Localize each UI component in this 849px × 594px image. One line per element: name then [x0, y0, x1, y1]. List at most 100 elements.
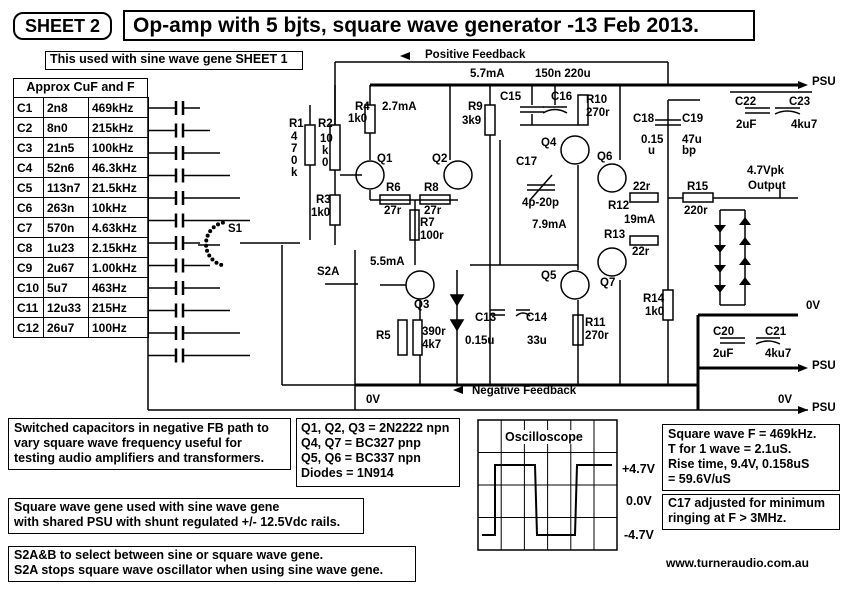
- schematic-label: PSU: [812, 360, 836, 372]
- schematic-label: R11: [585, 317, 606, 329]
- schematic-label: C13: [475, 312, 497, 324]
- note-line: vary square wave frequency useful for: [14, 436, 242, 450]
- note-line: S2A stops square wave oscillator when us…: [14, 563, 384, 577]
- schematic-label: R8: [424, 182, 439, 194]
- schematic-label: Q3: [414, 299, 430, 311]
- schematic-label: 27r: [424, 205, 442, 217]
- schematic-label: R13: [604, 229, 626, 241]
- schematic-label: Q1: [377, 153, 393, 165]
- switch-contact: [210, 257, 215, 262]
- schematic-label: 4: [291, 131, 298, 143]
- schematic-label: 4k7: [422, 339, 442, 351]
- schematic-label: Q7: [600, 277, 616, 289]
- note-line: Square wave F = 469kHz.: [668, 427, 817, 441]
- schematic-label: 1k0: [645, 306, 665, 318]
- schematic-label: C19: [682, 113, 704, 125]
- note-line: Diodes = 1N914: [301, 466, 394, 480]
- cap-table-heading: Approx CuF and F: [13, 78, 148, 98]
- schematic-label: Q4: [541, 137, 557, 149]
- schematic-label: S1: [228, 223, 243, 235]
- capacitor-bank: [147, 98, 808, 411]
- scope-top-label: +4.7V: [622, 462, 656, 476]
- schematic-label: 4p-20p: [522, 197, 560, 209]
- note-line: Square wave gene used with sine wave gen…: [14, 500, 280, 514]
- schematic-label: Q5: [541, 270, 557, 282]
- schematic-label: R10: [586, 94, 608, 106]
- schematic-label: C20: [713, 326, 735, 338]
- schematic-label: 47u: [682, 134, 702, 146]
- schematic-label: R7: [420, 217, 435, 229]
- website[interactable]: www.turneraudio.com.au: [666, 556, 809, 570]
- note-switched-caps: Switched capacitors in negative FB path …: [8, 418, 291, 470]
- note-shared-psu: Square wave gene used with sine wave gen…: [8, 498, 364, 534]
- switch-contact: [207, 253, 212, 258]
- schematic-label: 7.9mA: [532, 219, 567, 231]
- zener-diode: [739, 237, 751, 245]
- switch-contact: [204, 243, 209, 248]
- schematic-label: R4: [355, 101, 370, 113]
- schematic-label: 0V: [366, 394, 381, 406]
- schematic-label: 22r: [632, 246, 650, 258]
- cap-table-cell-id: C7: [13, 217, 44, 238]
- cap-table-cell-freq: 10kHz: [88, 197, 149, 218]
- zener-diode: [714, 245, 726, 253]
- note-line: Rise time, 9.4V, 0.158uS: [668, 457, 810, 471]
- zener-diode: [714, 285, 726, 293]
- note-line: Q5, Q6 = BC337 npn: [301, 451, 421, 465]
- schematic-label: PSU: [812, 76, 836, 88]
- note-transistors: Q1, Q2, Q3 = 2N2222 npn Q4, Q7 = BC327 p…: [296, 418, 460, 487]
- schematic-label: Positive Feedback: [425, 49, 526, 61]
- cap-table-cell-cap: 21n5: [43, 137, 89, 158]
- schematic-label: 0: [291, 155, 298, 167]
- schematic-label: 0.15u: [465, 335, 495, 347]
- cap-table-cell-cap: 12u33: [43, 297, 89, 318]
- schematic-label: Q2: [432, 153, 448, 165]
- note-line: Q1, Q2, Q3 = 2N2222 npn: [301, 421, 450, 435]
- note-line: = 59.6V/uS: [668, 472, 731, 486]
- zener-diode: [714, 265, 726, 273]
- schematic-label: R6: [386, 182, 401, 194]
- schematic-label: 3k9: [462, 115, 482, 127]
- schematic-label: 1k0: [348, 113, 368, 125]
- schematic-label: u: [648, 145, 656, 157]
- schematic-label: 100r: [420, 230, 444, 242]
- scope-bottom-label: -4.7V: [624, 528, 654, 542]
- schematic-label: bp: [682, 145, 697, 157]
- schematic-label: k: [322, 145, 329, 157]
- schematic-label: R9: [468, 101, 483, 113]
- schematic-label: R15: [687, 181, 709, 193]
- note-line: C17 adjusted for minimum: [668, 496, 825, 510]
- schematic-label: 270r: [585, 330, 609, 342]
- schematic-label: 150n 220u: [535, 68, 591, 80]
- switch-contact: [214, 260, 219, 265]
- schematic-label: 0V: [778, 394, 793, 406]
- schematic-label: k: [291, 167, 298, 179]
- switch-contact: [211, 225, 216, 230]
- schematic-label: C23: [789, 96, 811, 108]
- schematic-label: Q6: [597, 151, 613, 163]
- schematic-label: 5.7mA: [470, 68, 505, 80]
- note-specs: Square wave F = 469kHz. T for 1 wave = 2…: [662, 424, 840, 491]
- schematic-label: 220r: [684, 205, 708, 217]
- schematic-label: 270r: [586, 107, 610, 119]
- scope-title: Oscilloscope: [503, 430, 585, 444]
- schematic-label: R3: [316, 194, 331, 206]
- schematic-label: 33u: [527, 335, 547, 347]
- note-line: S2A&B to select between sine or square w…: [14, 548, 324, 562]
- schematic-label: S2A: [317, 266, 340, 278]
- note-line: Switched capacitors in negative FB path …: [14, 421, 269, 435]
- schematic-label: 5.5mA: [370, 256, 405, 268]
- cap-table-cell-cap: 570n: [43, 217, 89, 238]
- cap-table-cell-id: C2: [13, 117, 44, 138]
- sheet-label: SHEET 2: [13, 12, 112, 40]
- schematic-label: C21: [765, 326, 787, 338]
- schematic-label: C22: [735, 96, 757, 108]
- schematic-label: C17: [516, 156, 538, 168]
- zener-diode: [739, 277, 751, 285]
- note-line: T for 1 wave = 2.1uS.: [668, 442, 792, 456]
- schematic-label: R5: [376, 330, 391, 342]
